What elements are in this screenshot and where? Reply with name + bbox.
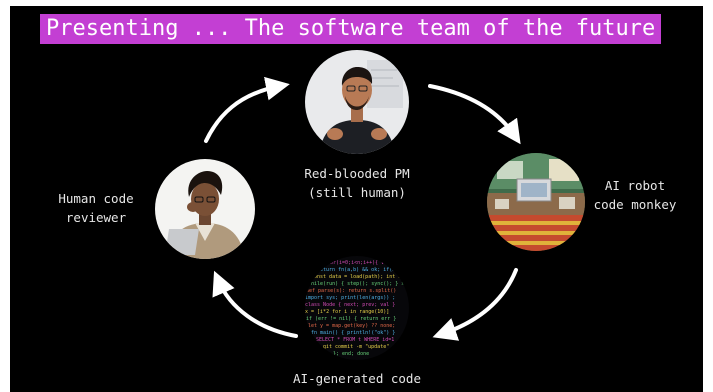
pm-label-line2: (still human) bbox=[308, 185, 406, 200]
reviewer-label-line2: reviewer bbox=[65, 210, 127, 225]
code-label: AI-generated code bbox=[293, 371, 421, 386]
slide: Presenting ... The software team of the … bbox=[10, 6, 703, 392]
reviewer-label-line1: Human code bbox=[58, 191, 134, 206]
svg-text:SELECT * FROM t WHERE id=1: SELECT * FROM t WHERE id=1 bbox=[316, 337, 394, 343]
arrow-reviewer-to-pm bbox=[204, 76, 290, 143]
pm-label: Red-blooded PM (still human) bbox=[299, 164, 415, 202]
svg-text:let y = map.get(key) ?? none;: let y = map.get(key) ?? none; bbox=[308, 323, 395, 329]
code-photo-icon: for(i=0;i<n;i++){ var x } return fn(a,b)… bbox=[305, 256, 409, 360]
arrow-code-to-reviewer bbox=[212, 270, 298, 338]
svg-text:const data = load(path); int k: const data = load(path); int k bbox=[311, 274, 401, 280]
robot-label-line1: AI robot bbox=[604, 178, 666, 193]
slide-title: Presenting ... The software team of the … bbox=[40, 14, 662, 44]
svg-text:import sys; print(len(args)) ;: import sys; print(len(args)) ; bbox=[305, 295, 395, 301]
robot-label: AI robot code monkey bbox=[588, 176, 682, 214]
robot-label-line2: code monkey bbox=[593, 197, 677, 212]
svg-text:if (err != nil) { return err }: if (err != nil) { return err } bbox=[306, 316, 396, 322]
svg-text:git commit -m "update": git commit -m "update" bbox=[323, 344, 389, 350]
svg-text:class Node { next; prev; val }: class Node { next; prev; val } bbox=[305, 302, 395, 308]
svg-text:for(i=0;i<n;i++){ var x }: for(i=0;i<n;i++){ var x } bbox=[327, 260, 402, 266]
svg-text:fn main() { println!("ok") }: fn main() { println!("ok") } bbox=[311, 330, 395, 336]
svg-text:}; end; done: }; end; done bbox=[333, 351, 369, 357]
pm-label-line1: Red-blooded PM bbox=[304, 166, 410, 181]
svg-text:def parse(s): return s.split(): def parse(s): return s.split() bbox=[306, 288, 396, 294]
reviewer-label: Human code reviewer bbox=[44, 189, 148, 227]
cycle-arrows bbox=[204, 76, 521, 341]
svg-text:x = [i*2 for i in range(10)]: x = [i*2 for i in range(10)] bbox=[305, 309, 389, 315]
svg-text:while(run) { step(); sync(); }: while(run) { step(); sync(); } x bbox=[308, 281, 404, 287]
svg-text:return fn(a,b) && ok; if(x): return fn(a,b) && ok; if(x) bbox=[317, 267, 398, 273]
reviewer-photo-icon bbox=[155, 159, 255, 259]
arrow-robot-to-code bbox=[432, 268, 518, 341]
robot-workspace-photo-icon bbox=[487, 153, 585, 251]
pm-photo-icon bbox=[305, 50, 409, 154]
arrow-pm-to-robot bbox=[428, 84, 521, 145]
